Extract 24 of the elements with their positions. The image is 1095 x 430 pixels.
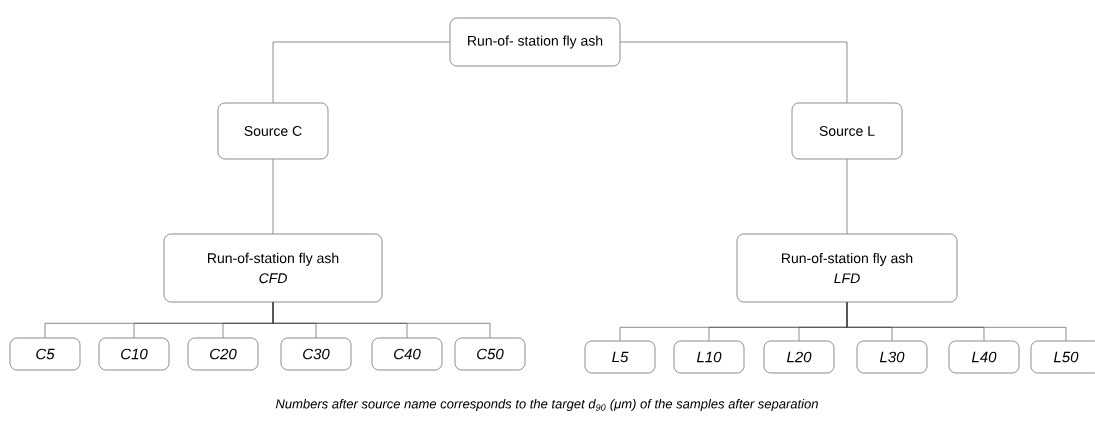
fraction-box: L5 (584, 340, 656, 374)
connector-line (846, 302, 1067, 341)
sample-box: Run-of-station fly ash CFD (163, 233, 383, 303)
fraction-box: L30 (856, 340, 928, 374)
source-box: Source C (217, 102, 329, 160)
caption: Numbers after source name corresponds to the target d$_{90}$ (μm) of the samples after separation (275, 398, 818, 412)
fraction-box: C10 (98, 337, 170, 371)
connector-line (272, 159, 274, 234)
fraction-box: L20 (763, 340, 835, 374)
connector-line (846, 159, 848, 234)
fraction-box: C30 (280, 337, 352, 371)
fraction-box: L40 (948, 340, 1020, 374)
connector-line (620, 41, 848, 103)
fraction-box: L50 (1030, 340, 1095, 374)
fraction-box: C20 (187, 337, 259, 371)
fraction-box: C5 (9, 337, 81, 371)
sample-box: Run-of-station fly ash LFD (736, 233, 958, 303)
connector-line (272, 41, 450, 103)
fraction-box: C40 (371, 337, 443, 371)
root-box: Run-of- station fly ash (449, 17, 621, 67)
fraction-box: L10 (673, 340, 745, 374)
fraction-box: C50 (454, 337, 526, 371)
connector-line (272, 302, 491, 338)
source-box: Source L (791, 102, 903, 160)
